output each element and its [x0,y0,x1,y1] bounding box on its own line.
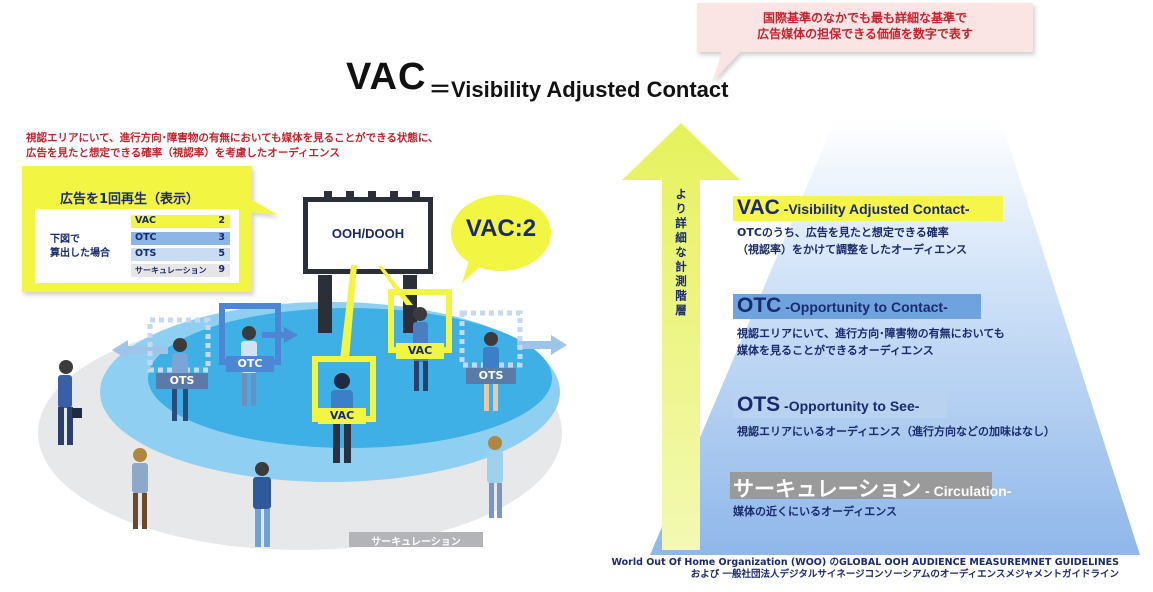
footnote-line-1: World Out Of Home Organization (WOO) のGL… [611,557,1119,568]
level-circ-highlight [730,472,992,499]
billboard [303,191,433,333]
audience-pyramid [650,120,1140,555]
level-ots-sub: -Opportunity to See- [780,398,920,414]
level-vac-desc-1: OTCのうち、広告を見たと想定できる確率 [737,226,949,239]
legend-value: 5 [218,248,225,259]
level-vac-head: VAC -Visibility Adjusted Contact- [737,196,970,220]
vac-bubble [451,195,551,283]
callout-line-2: 広告媒体の担保できる価値を数字で表す [757,27,973,41]
move-arrow-right [517,335,567,355]
playback-box-title: 広告を1回再生（表示） [60,192,200,207]
tag-otc: OTC [237,357,263,370]
tag-circulation-bg [349,532,483,547]
level-otc-head: OTC -Opportunity to Contact- [737,294,948,318]
legend-row-ots: OTS 5 [131,248,230,261]
calc-label-line-1: 下図で [50,234,80,245]
level-ots-abbr: OTS [737,393,781,416]
legend-key: サーキュレーション [135,266,207,275]
tag-ots-right-bg [466,368,516,384]
move-arrow-left [112,340,168,360]
level-circ-abbr: サーキュレーション [733,478,922,501]
legend-key: OTS [135,248,157,259]
level-otc-desc-1: 視認エリアにいて、進行方向･障害物の有無においても [737,327,1005,340]
legend-row-otc: OTC 3 [131,232,230,245]
tag-otc-bg [226,356,274,372]
level-vac-desc-2: （視認率）をかけて調整をしたオーディエンス [737,243,968,256]
tag-vac-b-bg [396,343,444,359]
level-ots-highlight [733,393,947,418]
level-otc-highlight [733,294,981,319]
footnote-line-2: および 一般社団法人デジタルサイネージコンソーシアムのオーディエンスメジャメント… [690,569,1119,580]
level-circ-head: サーキュレーション - Circulation- [733,473,1011,503]
tag-ots-right: OTS [478,369,504,382]
level-ots-desc-1: 視認エリアにいるオーディエンス（進行方向などの加味はなし） [737,425,1056,438]
page-title-abbr: VAC [346,56,427,98]
level-ots-head: OTS -Opportunity to See- [737,393,919,417]
level-circ-desc: 媒体の近くにいるオーディエンス [733,503,897,520]
detail-arrow [622,123,740,550]
calc-label-line-2: 算出した場合 [50,248,110,259]
legend-value: 3 [218,232,225,243]
left-note-line-1: 視認エリアにいて、進行方向･障害物の有無においても媒体を見ることができる状態に、 [26,132,439,144]
billboard-label: OOH/DOOH [331,226,405,241]
level-vac-abbr: VAC [737,196,780,219]
level-vac-desc: OTCのうち、広告を見たと想定できる確率 （視認率）をかけて調整をしたオーディエ… [737,224,967,258]
legend-value: 2 [218,215,225,226]
legend-key: VAC [135,215,157,226]
tag-vac-b: VAC [407,344,433,357]
level-vac-highlight [733,196,1003,221]
level-vac-sub: -Visibility Adjusted Contact- [779,201,970,217]
legend-row-circulation: サーキュレーション 9 [131,264,230,277]
legend-row-vac: VAC 2 [131,215,230,228]
vac-bubble-label: VAC:2 [465,215,537,242]
calc-label: 下図で 算出した場合 [50,233,110,261]
callout-text: 国際基準のなかでも最も詳細な基準で 広告媒体の担保できる価値を数字で表す [700,10,1030,42]
level-otc-desc: 視認エリアにいて、進行方向･障害物の有無においても 媒体を見ることができるオーデ… [737,325,1005,359]
level-otc-sub: -Opportunity to Contact- [781,299,948,315]
level-ots-desc: 視認エリアにいるオーディエンス（進行方向などの加味はなし） [737,423,1055,440]
page-title-rest: ＝Visibility Adjusted Contact [429,77,729,102]
left-note-line-2: 広告を見たと想定できる確率（視認率）を考慮したオーディエンス [26,147,340,159]
tag-vac-a: VAC [329,409,355,422]
level-otc-desc-2: 媒体を見ることができるオーディエンス [737,344,934,357]
level-otc-abbr: OTC [737,294,782,317]
pedestrians [58,307,503,547]
sight-line-b [378,266,413,305]
vertical-detail-label: より詳細な計測階層 [674,188,688,319]
callout-line-1: 国際基準のなかでも最も詳細な基準で [762,11,967,25]
legend-value: 9 [218,264,225,275]
tag-ots-left-bg [156,373,208,389]
left-note: 視認エリアにいて、進行方向･障害物の有無においても媒体を見ることができる状態に、… [26,131,439,161]
callout-bubble [697,3,1033,82]
level-circ-desc-1: 媒体の近くにいるオーディエンス [733,505,898,518]
tag-circulation: サーキュレーション [371,537,461,548]
legend-key: OTC [135,232,157,243]
tag-vac-a-bg [318,408,366,424]
sight-line-a [340,265,357,360]
tag-ots-left: OTS [169,374,195,387]
level-circ-sub: - Circulation- [921,483,1012,499]
footnote: World Out Of Home Organization (WOO) のGL… [612,557,1119,581]
